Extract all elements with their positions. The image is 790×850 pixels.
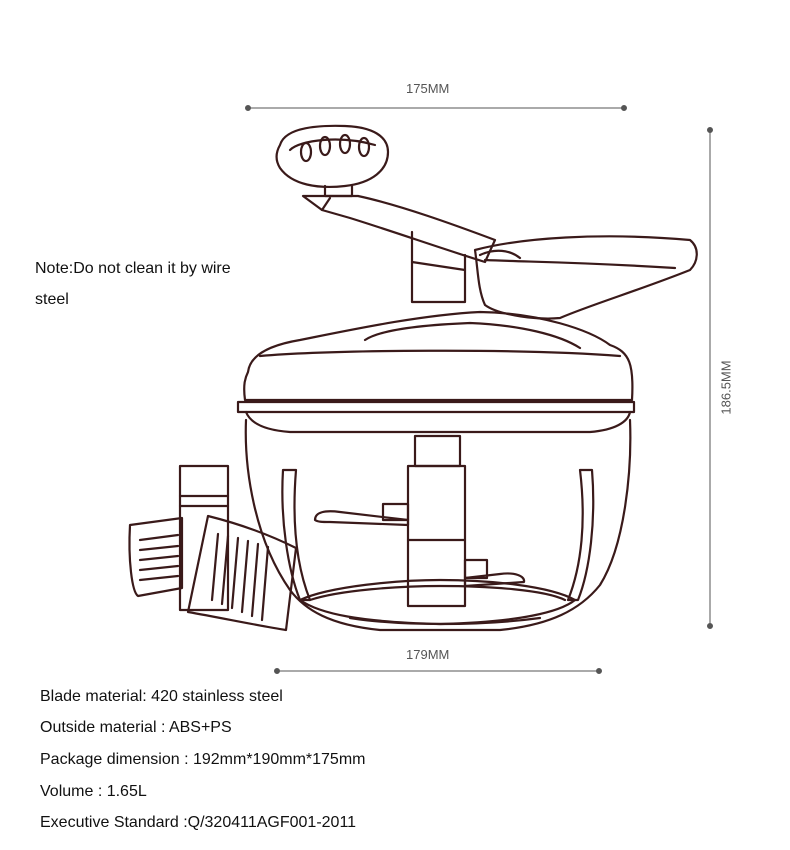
spec-volume: Volume : 1.65L <box>40 783 147 800</box>
spec-outside-material: Outside material : ABS+PS <box>40 719 232 736</box>
bottom-width-dimension-label: 179MM <box>406 647 450 662</box>
spec-executive-standard: Executive Standard :Q/320411AGF001-2011 <box>40 814 357 831</box>
care-note-line-2: steel <box>35 291 69 308</box>
height-dimension-label: 186.5MM <box>718 360 734 415</box>
lid-dome <box>243 310 634 402</box>
pull-handle <box>473 235 698 320</box>
spec-blade-material: Blade material: 420 stainless steel <box>40 688 283 705</box>
center-shaft <box>413 434 462 468</box>
crank-arm <box>301 194 497 264</box>
lid-rim <box>236 400 636 414</box>
upper-blade <box>313 510 410 527</box>
lower-blade <box>463 572 526 588</box>
top-width-dimension-label: 175MM <box>406 81 450 96</box>
scraper-right <box>186 514 298 632</box>
spec-package-dimension: Package dimension : 192mm*190mm*175mm <box>40 751 366 768</box>
dimension-lines <box>245 105 713 674</box>
storage-cap <box>178 464 230 508</box>
scraper-left <box>128 516 184 598</box>
crank-knob <box>275 124 390 188</box>
care-note-line-1: Note:Do not clean it by wire <box>35 260 231 277</box>
chopper-outline <box>128 124 698 632</box>
bowl <box>244 418 632 632</box>
